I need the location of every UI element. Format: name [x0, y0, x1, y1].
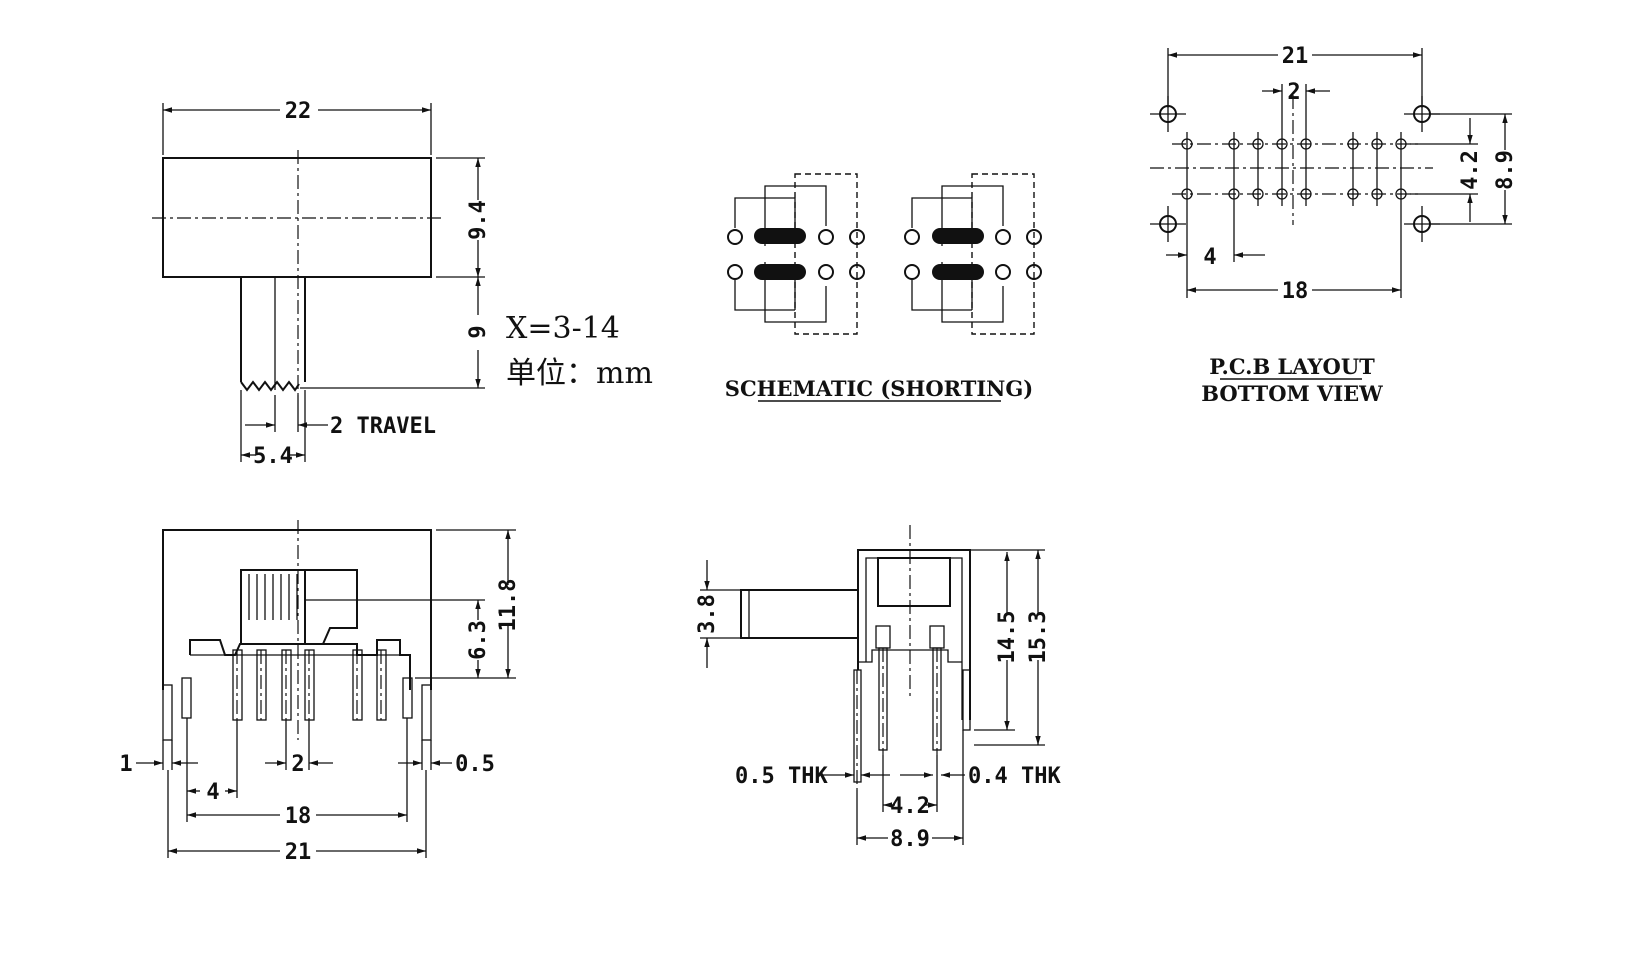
end-dim-mount-spacing: 8.9: [890, 827, 930, 852]
side-outer-outline: [162, 529, 432, 690]
end-housing-outer: [857, 549, 971, 720]
pcb-dim-mount-spacing: 8.9: [1493, 150, 1518, 190]
pcb-title-line2: BOTTOM VIEW: [1201, 381, 1383, 406]
side-dim-offset: 4: [206, 780, 219, 805]
end-window: [877, 557, 951, 607]
pcb-dim-pitch: 2: [1287, 80, 1300, 105]
contact-bar-bottom-1: [754, 264, 806, 280]
contact-bar-bottom-2: [932, 264, 984, 280]
contact-bar-top-1: [754, 228, 806, 244]
end-dim-right-thickness: 0.4 THK: [968, 764, 1061, 789]
end-dim-actuator-height: 3.8: [695, 594, 720, 634]
side-dim-pin-span: 18: [285, 804, 312, 829]
side-dim-pitch: 2: [291, 752, 304, 777]
pcb-dim-row-spacing: 4.2: [1458, 150, 1483, 190]
dim-actuator-length-9: 9: [466, 325, 491, 338]
pcb-dim-offset: 4: [1203, 245, 1216, 270]
side-dim-total-width: 21: [285, 840, 312, 865]
pcb-layout: 21 2 4.2 8.9 4 18 P.C.B LAYOUT BOTTOM VI…: [1150, 44, 1518, 406]
dim-height-9-4: 9.4: [466, 200, 491, 240]
unit-label: 单位：mm: [506, 356, 653, 391]
schematic-pole-2: [904, 173, 1042, 335]
end-view: 3.8 14.5 15.3 0.5 THK 0.4 THK 4.2 8.9: [695, 525, 1061, 852]
side-dim-pin-thickness: 0.5: [455, 752, 495, 777]
pcb-pin-holes: [1181, 132, 1407, 206]
dim-actuator-width: 5.4: [253, 444, 293, 469]
pcb-dim-total-width: 21: [1282, 44, 1309, 69]
end-actuator: [740, 589, 859, 639]
side-dim-pin-width: 1: [119, 752, 132, 777]
side-view: 11.8 6.3 1 0.5 2 4 18: [119, 520, 521, 865]
contact-bar-top-2: [932, 228, 984, 244]
pcb-dim-pin-span: 18: [1282, 279, 1309, 304]
end-dim-total-height: 15.3: [1026, 611, 1051, 664]
schematic: SCHEMATIC (SHORTING): [725, 173, 1042, 402]
end-dim-row-spacing: 4.2: [890, 794, 930, 819]
pcb-title-line1: P.C.B LAYOUT: [1209, 354, 1375, 379]
end-dim-left-thickness: 0.5 THK: [735, 764, 828, 789]
actuator-break-line: [240, 380, 300, 392]
schematic-pole-1: [727, 173, 865, 335]
dim-width-22: 22: [285, 99, 312, 124]
side-dim-total-height: 11.8: [496, 579, 521, 632]
end-dim-body-height: 14.5: [995, 611, 1020, 664]
mounting-holes: [1150, 96, 1440, 242]
front-view: 22 9.4 9 X=3-14 单位：mm 2 TRAVEL 5.4: [152, 99, 653, 469]
side-dim-body-height: 6.3: [466, 620, 491, 660]
schematic-title: SCHEMATIC (SHORTING): [725, 376, 1033, 401]
dim-travel: 2 TRAVEL: [330, 414, 436, 439]
side-pins: [162, 649, 432, 741]
x-range-label: X=3-14: [506, 311, 620, 346]
